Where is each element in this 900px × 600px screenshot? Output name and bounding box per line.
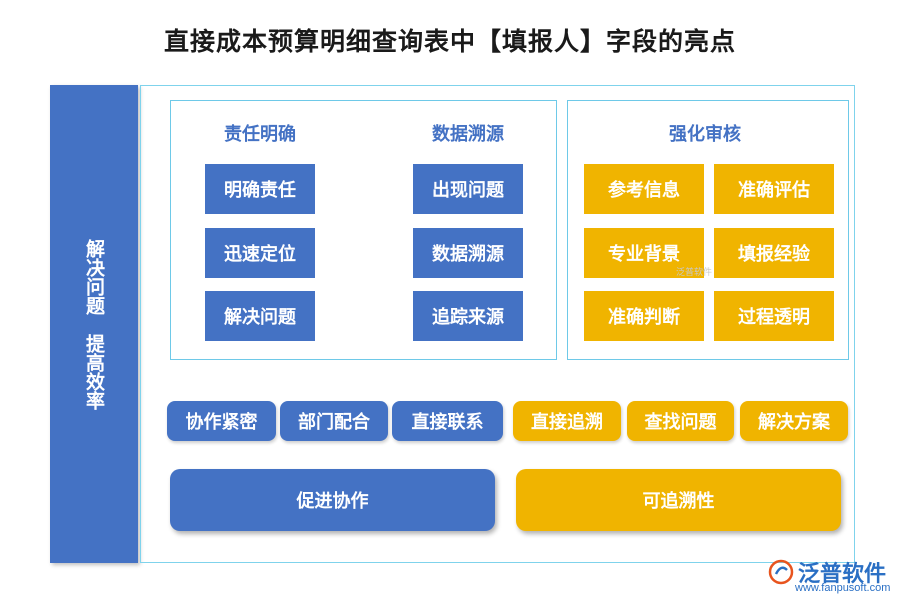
watermark: 泛普软件 <box>676 268 713 278</box>
pill-solution: 解决方案 <box>740 401 848 441</box>
heading-audit: 强化审核 <box>669 124 741 145</box>
box-accurate-assessment: 准确评估 <box>714 164 834 214</box>
left-side-bar: 解决问题 提高效率 <box>50 85 138 563</box>
main-frame <box>140 85 855 563</box>
left-bar-text: 解决问题 提高效率 <box>83 238 105 410</box>
page-title: 直接成本预算明细查询表中【填报人】字段的亮点 <box>163 27 736 56</box>
box-reference-info: 参考信息 <box>584 164 704 214</box>
box-solve-problem: 解决问题 <box>205 291 315 341</box>
box-process-transparency: 过程透明 <box>714 291 834 341</box>
bottom-traceability: 可追溯性 <box>516 469 841 531</box>
brand-logo-icon <box>768 559 794 585</box>
bottom-promote-collaboration: 促进协作 <box>170 469 495 531</box>
brand-url: www.fanpusoft.com <box>795 582 891 594</box>
box-accurate-judgment: 准确判断 <box>584 291 704 341</box>
pill-direct-trace: 直接追溯 <box>513 401 621 441</box>
box-track-source: 追踪来源 <box>413 291 523 341</box>
box-clear-responsibility: 明确责任 <box>205 164 315 214</box>
heading-responsibility: 责任明确 <box>224 124 296 145</box>
box-problem-occurs: 出现问题 <box>413 164 523 214</box>
box-quick-locate: 迅速定位 <box>205 228 315 278</box>
pill-direct-contact: 直接联系 <box>392 401 503 441</box>
box-filling-experience: 填报经验 <box>714 228 834 278</box>
brand-logo: 泛普软件 <box>768 556 886 588</box>
box-professional-background: 专业背景 <box>584 228 704 278</box>
pill-department-cooperation: 部门配合 <box>280 401 388 441</box>
pill-find-problem: 查找问题 <box>627 401 734 441</box>
box-data-trace: 数据溯源 <box>413 228 523 278</box>
pill-close-collaboration: 协作紧密 <box>167 401 276 441</box>
brand-logo-text: 泛普软件 <box>798 562 887 587</box>
heading-traceability: 数据溯源 <box>432 124 504 145</box>
